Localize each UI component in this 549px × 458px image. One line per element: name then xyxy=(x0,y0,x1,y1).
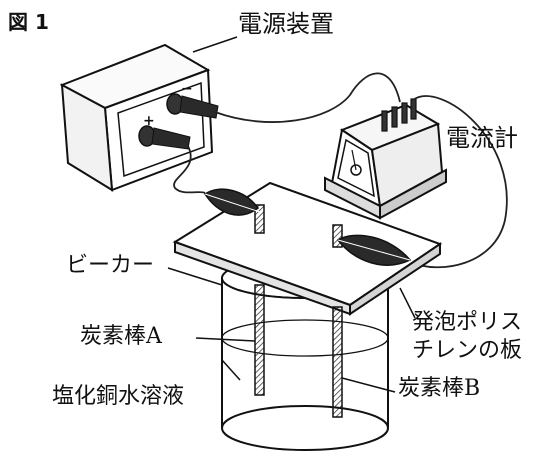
label-electrode-a: 炭素棒A xyxy=(80,324,162,349)
ammeter-terminals xyxy=(381,98,417,132)
power-terminal-plus xyxy=(138,125,191,150)
ammeter-body xyxy=(324,103,447,220)
clip-b xyxy=(336,234,412,266)
clip-a xyxy=(203,188,261,216)
leader-lines xyxy=(167,267,416,393)
figure-title: 図 1 xyxy=(8,10,49,34)
label-board-line1: 発泡ポリス xyxy=(412,310,523,335)
plus-sign: + xyxy=(143,113,155,129)
power-terminal-minus xyxy=(166,93,219,119)
wires xyxy=(173,72,508,269)
carbon-rod-a xyxy=(254,204,265,396)
label-board-line2: チレンの板 xyxy=(412,338,523,363)
power-supply-leader xyxy=(192,36,238,53)
power-supply-box xyxy=(59,43,214,192)
label-ammeter: 電流計 xyxy=(446,124,518,152)
label-beaker: ビーカー xyxy=(66,253,155,278)
minus-sign: − xyxy=(181,81,193,97)
label-solution: 塩化銅水溶液 xyxy=(52,384,185,409)
carbon-rod-b xyxy=(332,224,343,418)
label-power-supply: 電源装置 xyxy=(238,10,334,38)
label-electrode-b: 炭素棒B xyxy=(398,376,481,401)
